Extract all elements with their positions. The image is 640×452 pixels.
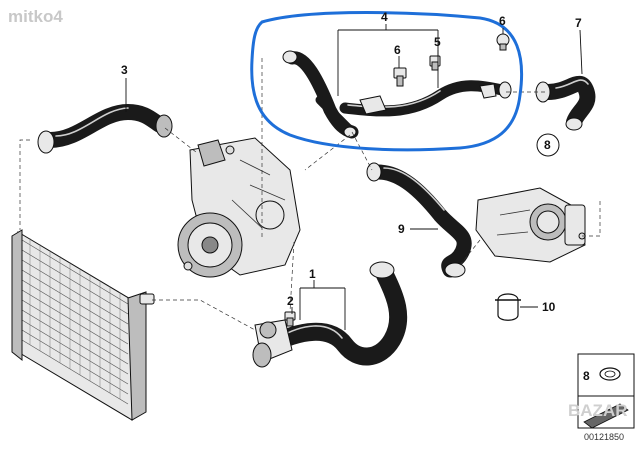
radiator	[11, 229, 155, 421]
bolt-5	[429, 55, 441, 71]
hose-1	[252, 261, 408, 368]
callout-2: 2	[287, 294, 294, 308]
hose-9	[366, 162, 472, 278]
brand-watermark: BAZAR	[568, 401, 628, 420]
callout-8: 8	[544, 138, 551, 152]
callout-6a: 6	[394, 43, 401, 57]
callout-4: 4	[381, 10, 388, 24]
bolt-6-left	[393, 67, 407, 87]
bleed-screw-2	[284, 311, 296, 327]
callout-6b: 6	[499, 14, 506, 28]
highlight-outline	[250, 11, 524, 152]
hose-7	[535, 75, 596, 131]
hose-4	[282, 50, 512, 139]
callout-3: 3	[121, 63, 128, 77]
water-pump	[177, 137, 301, 278]
thermostat-housing	[475, 187, 586, 263]
dashed-connection-lines	[19, 58, 601, 331]
callout-10: 10	[542, 300, 556, 314]
diagram-code: 00121850	[584, 432, 624, 442]
legend-callout-8: 8	[583, 369, 590, 383]
leader-lines	[125, 24, 583, 330]
watermark-text: mitko4	[8, 7, 63, 26]
clip-8	[536, 133, 560, 157]
callout-7: 7	[575, 16, 582, 30]
bolt-6-right	[496, 33, 510, 51]
callout-5: 5	[434, 35, 441, 49]
callout-1: 1	[309, 267, 316, 281]
legend-box: 8	[577, 353, 635, 429]
callout-9: 9	[398, 222, 405, 236]
hose-clamp-10	[495, 293, 521, 321]
hose-3	[37, 103, 173, 154]
